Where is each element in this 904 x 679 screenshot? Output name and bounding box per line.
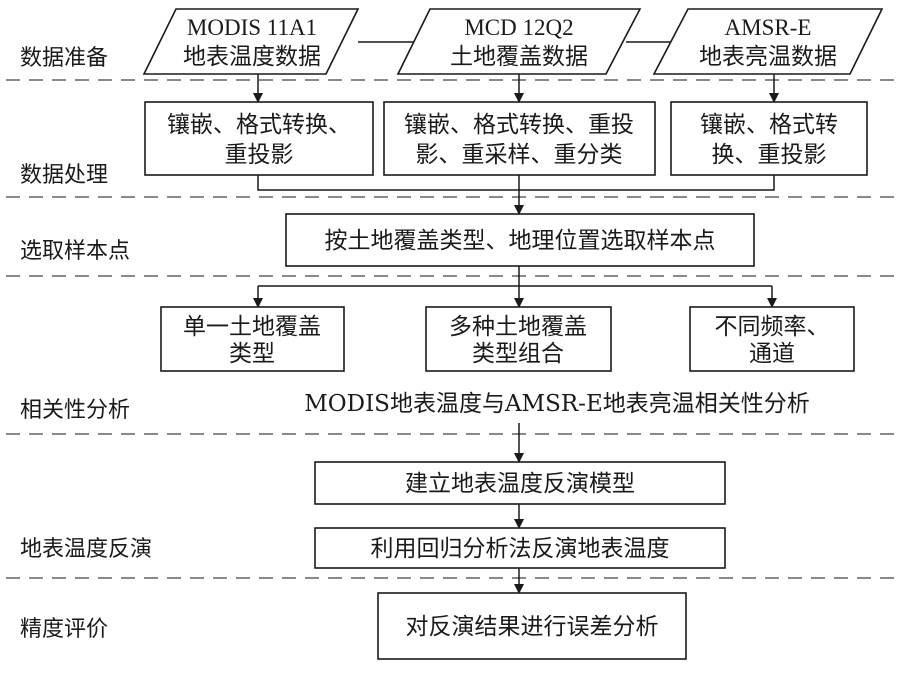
- process-amsr: 镶嵌、格式转 换、重投影: [670, 101, 868, 176]
- input-modis-title: MODIS 11A1: [187, 15, 317, 40]
- stage-correlation: 相关性分析: [20, 398, 130, 423]
- input-modis: MODIS 11A1 地表温度数据: [142, 8, 360, 75]
- input-modis-subtitle: 地表温度数据: [183, 44, 321, 70]
- sampling-box: 按土地覆盖类型、地理位置选取样本点: [285, 213, 755, 267]
- input-amsr-subtitle: 地表亮温数据: [699, 44, 837, 70]
- analysis-freq: 不同频率、 通道: [689, 306, 855, 372]
- input-mcd-title: MCD 12Q2: [464, 15, 573, 40]
- stage-accuracy: 精度评价: [20, 617, 108, 642]
- stage-lst-inversion: 地表温度反演: [20, 537, 152, 562]
- process-modis-line2: 重投影: [225, 142, 294, 168]
- analysis-single-line2: 类型: [229, 341, 275, 367]
- process-modis: 镶嵌、格式转换、 重投影: [144, 101, 374, 176]
- analysis-freq-line1: 不同频率、: [715, 314, 830, 340]
- input-mcd: MCD 12Q2 土地覆盖数据: [396, 8, 642, 75]
- analysis-multi: 多种土地覆盖 类型组合: [425, 306, 612, 372]
- process-amsr-line2: 换、重投影: [712, 142, 827, 168]
- input-mcd-subtitle: 土地覆盖数据: [450, 44, 588, 70]
- inversion-regression-box: 利用回归分析法反演地表温度: [314, 527, 726, 569]
- process-modis-line1: 镶嵌、格式转换、: [167, 112, 351, 138]
- merge-line: [257, 175, 775, 191]
- stage-data-prep: 数据准备: [20, 46, 108, 71]
- stage-data-process: 数据处理: [20, 163, 108, 188]
- analysis-multi-line2: 类型组合: [472, 341, 564, 367]
- analysis-multi-line1: 多种土地覆盖: [449, 314, 587, 340]
- inversion-model-label: 建立地表温度反演模型: [405, 471, 635, 497]
- inversion-regression-label: 利用回归分析法反演地表温度: [371, 536, 670, 562]
- process-mcd: 镶嵌、格式转换、重投 影、重采样、重分类: [383, 101, 656, 176]
- analysis-single-line1: 单一土地覆盖: [183, 314, 321, 340]
- input-amsr-title: AMSR-E: [725, 15, 812, 40]
- input-amsr: AMSR-E 地表亮温数据: [652, 8, 884, 75]
- analysis-caption: MODIS地表温度与AMSR-E地表亮温相关性分析: [304, 391, 809, 417]
- analysis-freq-line2: 通道: [749, 341, 795, 367]
- analysis-single: 单一土地覆盖 类型: [160, 306, 345, 372]
- process-mcd-line2: 影、重采样、重分类: [416, 142, 623, 168]
- process-mcd-line1: 镶嵌、格式转换、重投: [404, 112, 634, 138]
- inversion-model-box: 建立地表温度反演模型: [314, 461, 726, 505]
- stage-separators: [6, 79, 898, 579]
- sampling-label: 按土地覆盖类型、地理位置选取样本点: [325, 228, 716, 254]
- evaluation-box: 对反演结果进行误差分析: [377, 592, 687, 660]
- evaluation-label: 对反演结果进行误差分析: [406, 614, 659, 640]
- stage-labels: 数据准备 数据处理 选取样本点 相关性分析 地表温度反演 精度评价: [20, 46, 152, 642]
- process-amsr-line1: 镶嵌、格式转: [700, 112, 838, 138]
- stage-sample-select: 选取样本点: [20, 239, 130, 264]
